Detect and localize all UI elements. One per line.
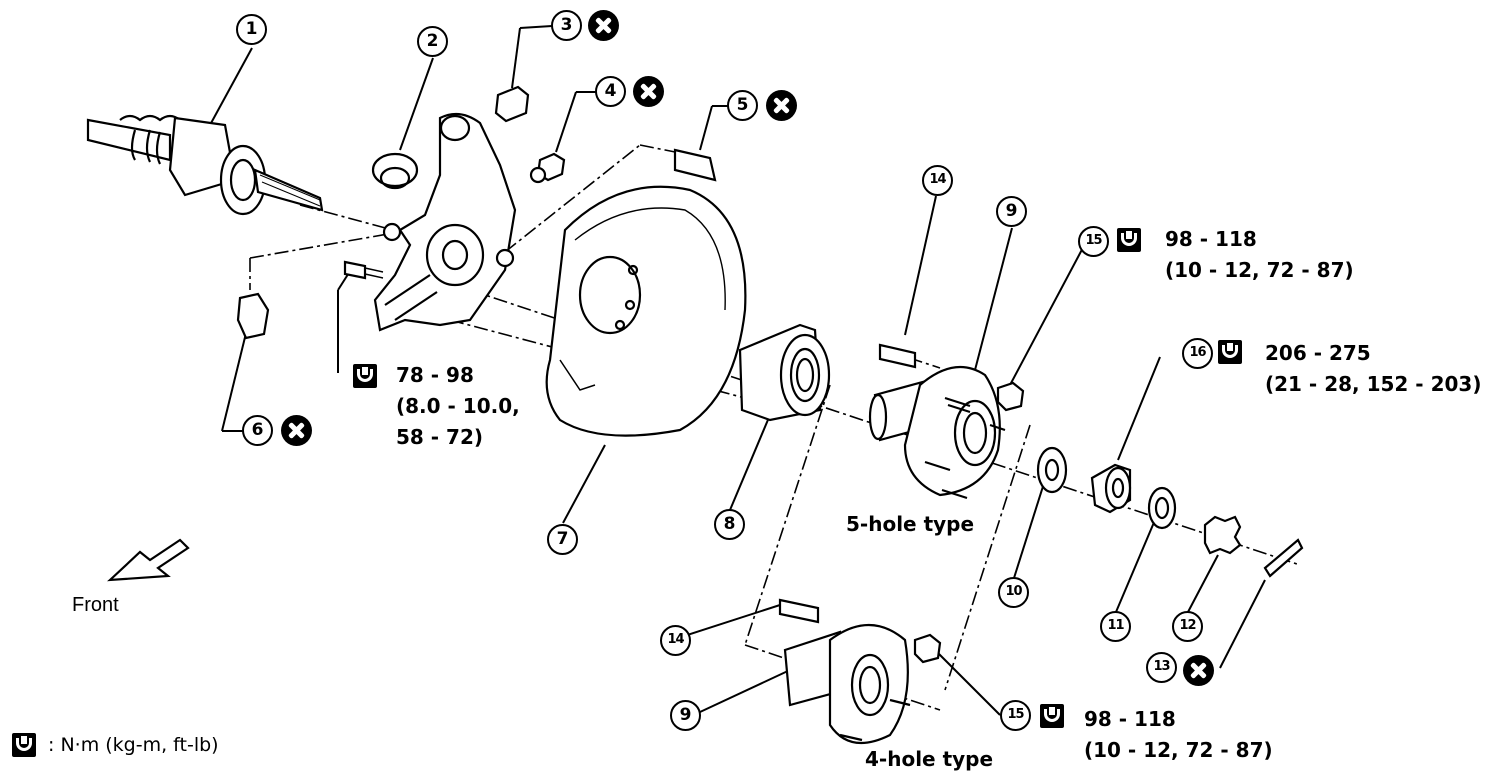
label-5-hole-type: 5-hole type (846, 512, 975, 536)
torque-wrench-icon (1117, 228, 1141, 252)
replace-part-icon (281, 415, 312, 446)
front-direction-label: Front (72, 594, 119, 616)
callout-1: 1 (236, 14, 267, 45)
torque-knuckle-ftlb: 58 - 72) (396, 425, 484, 449)
callout-8: 8 (714, 509, 745, 540)
callout-6: 6 (242, 415, 273, 446)
callout-15-upper: 15 (1078, 226, 1109, 257)
callout-5: 5 (727, 90, 758, 121)
callout-2: 2 (417, 26, 448, 57)
callout-4: 4 (595, 76, 626, 107)
torque-5hole-nut-units: (10 - 12, 72 - 87) (1165, 258, 1354, 282)
torque-hub-nut-nm: 206 - 275 (1265, 341, 1371, 365)
torque-4hole-nut-units: (10 - 12, 72 - 87) (1084, 738, 1273, 762)
torque-wrench-icon (353, 364, 377, 388)
callout-3: 3 (551, 10, 582, 41)
replace-part-icon (588, 10, 619, 41)
torque-wrench-icon (1218, 340, 1242, 364)
callout-7: 7 (547, 524, 578, 555)
torque-hub-nut-units: (21 - 28, 152 - 203) (1265, 372, 1482, 396)
replace-part-icon (1183, 655, 1214, 686)
callout-14-lower: 14 (660, 625, 691, 656)
callout-10: 10 (998, 577, 1029, 608)
replace-part-icon (766, 90, 797, 121)
replace-part-icon (633, 76, 664, 107)
legend-text: : N·m (kg-m, ft-lb) (48, 734, 219, 756)
torque-4hole-nut-nm: 98 - 118 (1084, 707, 1176, 731)
torque-wrench-icon (1040, 704, 1064, 728)
callout-12: 12 (1172, 611, 1203, 642)
callout-9-lower: 9 (670, 700, 701, 731)
callout-16: 16 (1182, 338, 1213, 369)
torque-knuckle-kgm: (8.0 - 10.0, (396, 394, 520, 418)
torque-5hole-nut-nm: 98 - 118 (1165, 227, 1257, 251)
legend-torque-wrench-icon (12, 733, 36, 757)
callout-14-upper: 14 (922, 165, 953, 196)
label-4-hole-type: 4-hole type (865, 747, 994, 771)
callout-11: 11 (1100, 611, 1131, 642)
callout-15-lower: 15 (1000, 700, 1031, 731)
callout-13: 13 (1146, 652, 1177, 683)
torque-knuckle-nm: 78 - 98 (396, 363, 474, 387)
callout-9-upper: 9 (996, 196, 1027, 227)
